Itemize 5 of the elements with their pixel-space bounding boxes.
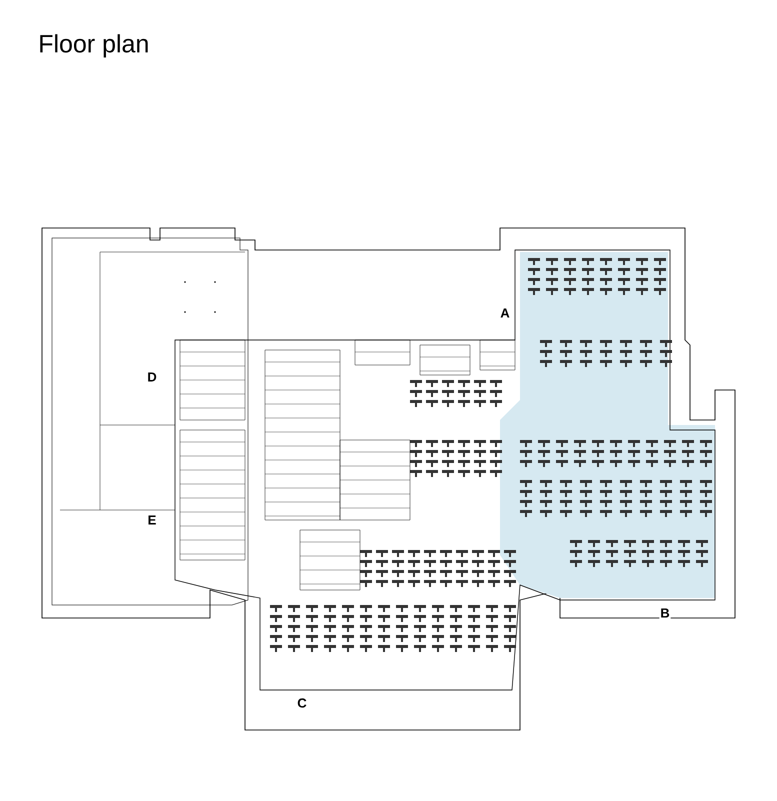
area-label: D bbox=[146, 372, 158, 382]
area-label: A bbox=[499, 308, 511, 318]
title: Floor plan bbox=[40, 34, 148, 58]
area-label: E bbox=[146, 514, 158, 526]
area-label: B bbox=[659, 608, 671, 618]
